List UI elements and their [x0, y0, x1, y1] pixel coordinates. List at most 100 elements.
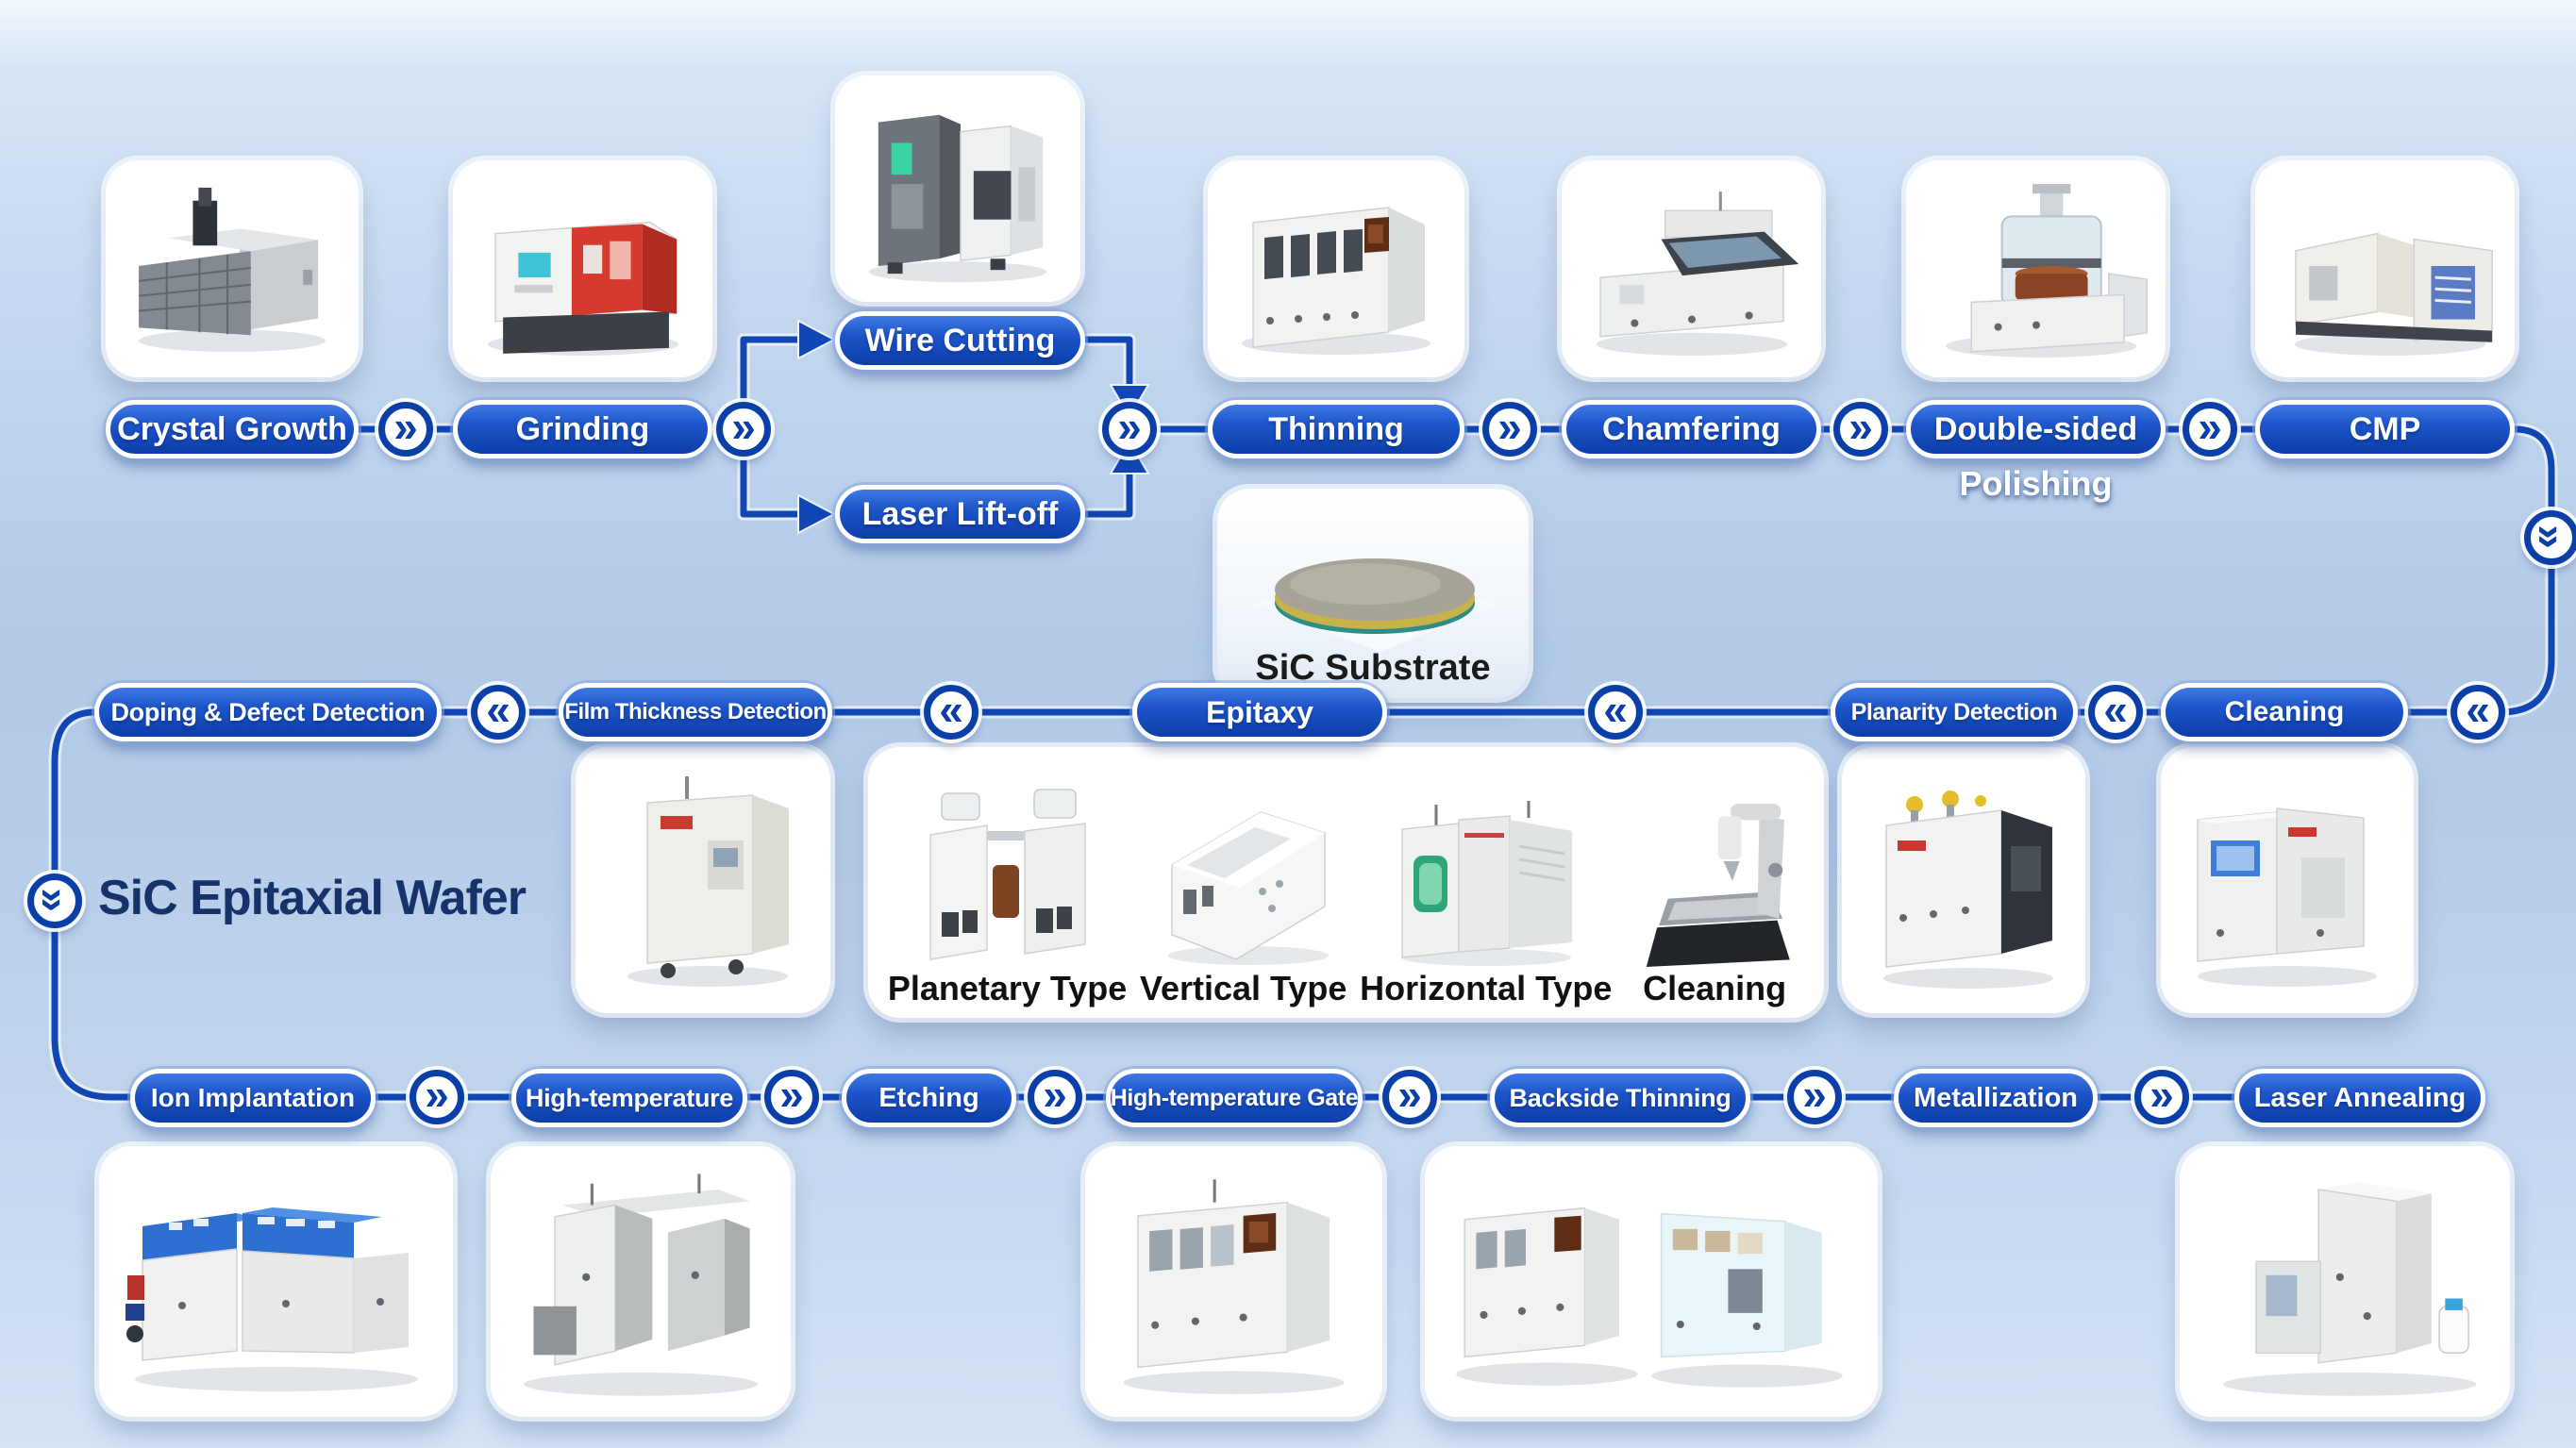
vertical-type-label: Vertical Type — [1139, 969, 1347, 1007]
step-high-temperature-gate: High-temperature Gate — [1106, 1069, 1363, 1127]
step-crystal-growth: Crystal Growth — [106, 400, 359, 458]
label: Thinning — [1268, 410, 1404, 447]
chevron-forward-icon: » — [1787, 1070, 1842, 1124]
chevron-backward-icon: « — [2451, 685, 2505, 740]
film-thickness-machine-image — [627, 776, 789, 987]
label: Crystal Growth — [117, 410, 347, 447]
step-backside-thinning: Backside Thinning — [1490, 1069, 1750, 1127]
chevron-glyph: » — [425, 1069, 449, 1119]
label: Epitaxy — [1206, 694, 1313, 729]
label: Grinding — [515, 410, 650, 447]
backside-thinning-machines-image — [1455, 1207, 1843, 1388]
equipment-card-grinding — [453, 160, 712, 377]
step-cmp: CMP — [2255, 400, 2515, 458]
chevron-down-icon: » — [27, 874, 82, 928]
planetary-type-label: Planetary Type — [887, 969, 1128, 1007]
label: High-temperature — [525, 1083, 734, 1112]
chevron-forward-icon: » — [2134, 1070, 2189, 1124]
chevron-backward-icon: « — [2088, 685, 2143, 740]
step-high-temperature: High-temperature — [511, 1069, 747, 1127]
chevron-glyph: » — [393, 401, 418, 451]
ion-implantation-machine-image — [125, 1207, 418, 1391]
equipment-card-chamfering — [1562, 160, 1821, 377]
chevron-backward-icon: « — [924, 685, 979, 740]
chevron-glyph: » — [1802, 1069, 1827, 1119]
sic-wafer-image — [1254, 558, 1497, 652]
chevron-down-icon: » — [2524, 510, 2576, 565]
step-planarity-detection: Planarity Detection — [1831, 683, 2078, 741]
label: Double-sided — [1933, 410, 2138, 447]
chevron-glyph: « — [2466, 684, 2490, 734]
planarity-machine-image — [1883, 791, 2053, 989]
chevron-glyph: » — [30, 888, 79, 912]
label: Ion Implantation — [150, 1083, 356, 1112]
step-double-sided-polishing: Double-sided — [1906, 400, 2166, 458]
label: Doping & Defect Detection — [110, 697, 426, 726]
label: CMP — [2349, 410, 2421, 447]
label: Wire Cutting — [864, 322, 1056, 358]
chevron-glyph: « — [2103, 684, 2128, 734]
equipment-card-ion-implantation — [99, 1146, 453, 1417]
chevron-forward-icon: » — [716, 402, 771, 457]
step-thinning: Thinning — [1208, 400, 1464, 458]
chevron-forward-icon: » — [1028, 1070, 1082, 1124]
chevron-glyph: « — [486, 684, 510, 734]
high-temperature-machine-image — [524, 1173, 758, 1396]
step-metallization: Metallization — [1894, 1069, 2098, 1127]
epitaxy-type-vertical: Vertical Type — [1140, 738, 1347, 1018]
horizontal-type-label: Horizontal Type — [1360, 969, 1613, 1007]
label: Planarity Detection — [1850, 698, 2058, 725]
chevron-glyph: » — [1848, 401, 1873, 451]
step-ion-implantation: Ion Implantation — [130, 1069, 376, 1127]
equipment-card-film-thickness — [576, 747, 830, 1013]
horizontal-epitaxy-machine-image — [1400, 801, 1572, 966]
epitaxy-type-horizontal: Horizontal Type — [1360, 738, 1612, 1018]
sic-epitaxial-wafer-title: SiC Epitaxial Wafer — [98, 871, 527, 925]
planetary-epitaxy-machine-image — [928, 789, 1086, 960]
chevron-forward-icon: » — [1482, 402, 1537, 457]
equipment-card-crystal-growth — [106, 160, 359, 377]
sic-substrate-card: SiC Substrate — [1217, 489, 1529, 698]
chevron-glyph: » — [2198, 401, 2222, 451]
equipment-card-planarity — [1842, 747, 2085, 1013]
chevron-backward-icon: « — [1588, 685, 1643, 740]
equipment-card-wire-cutting — [835, 75, 1080, 302]
chevron-forward-icon: » — [378, 402, 433, 457]
step-cleaning: Cleaning — [2161, 683, 2408, 741]
equipment-card-thinning — [1208, 160, 1464, 377]
laser-annealing-machine-image — [2223, 1181, 2477, 1396]
step-laser-annealing: Laser Annealing — [2234, 1069, 2485, 1127]
cmp-machine-image — [2294, 232, 2493, 356]
high-temperature-gate-machine-image — [1123, 1178, 1345, 1394]
equipment-card-double-sided-polishing — [1906, 160, 2166, 377]
step-wire-cutting: Wire Cutting — [835, 311, 1085, 370]
chevron-forward-icon: » — [1382, 1070, 1437, 1124]
step-epitaxy: Epitaxy — [1132, 683, 1387, 741]
epitaxy-type-cleaning: Cleaning — [1625, 738, 1804, 1018]
chevron-glyph: » — [2527, 524, 2576, 549]
label: Backside Thinning — [1509, 1083, 1731, 1112]
label: Laser Annealing — [2253, 1082, 2467, 1113]
equipment-card-high-temperature-gate — [1085, 1146, 1382, 1417]
chamfering-machine-image — [1596, 191, 1798, 356]
label: Cleaning — [2224, 696, 2345, 727]
wire-cutting-machine-image — [868, 114, 1047, 283]
equipment-card-cleaning — [2161, 747, 2414, 1013]
equipment-card-cmp — [2255, 160, 2515, 377]
epitaxy-type-planetary: Planetary Type — [888, 738, 1127, 1018]
double-sided-polishing-second-line: Polishing — [1959, 464, 2113, 503]
chevron-glyph: » — [1117, 401, 1142, 451]
cleaning-machine-image — [2197, 807, 2377, 987]
chevron-glyph: » — [1397, 1069, 1422, 1119]
label: Laser Lift-off — [861, 495, 1059, 532]
chevron-forward-icon: » — [1833, 402, 1888, 457]
label: Metallization — [1913, 1082, 2078, 1113]
label: Chamfering — [1602, 410, 1781, 447]
epitaxy-cleaning-label: Cleaning — [1643, 969, 1787, 1007]
sic-substrate-label: SiC Substrate — [1255, 648, 1491, 688]
chevron-glyph: » — [2149, 1069, 2174, 1119]
epitaxy-equipment-card: Planetary Type Vertical Type — [868, 747, 1824, 1018]
step-laser-lift-off: Laser Lift-off — [835, 485, 1085, 543]
chevron-glyph: » — [779, 1069, 804, 1119]
chevron-glyph: » — [731, 401, 756, 451]
